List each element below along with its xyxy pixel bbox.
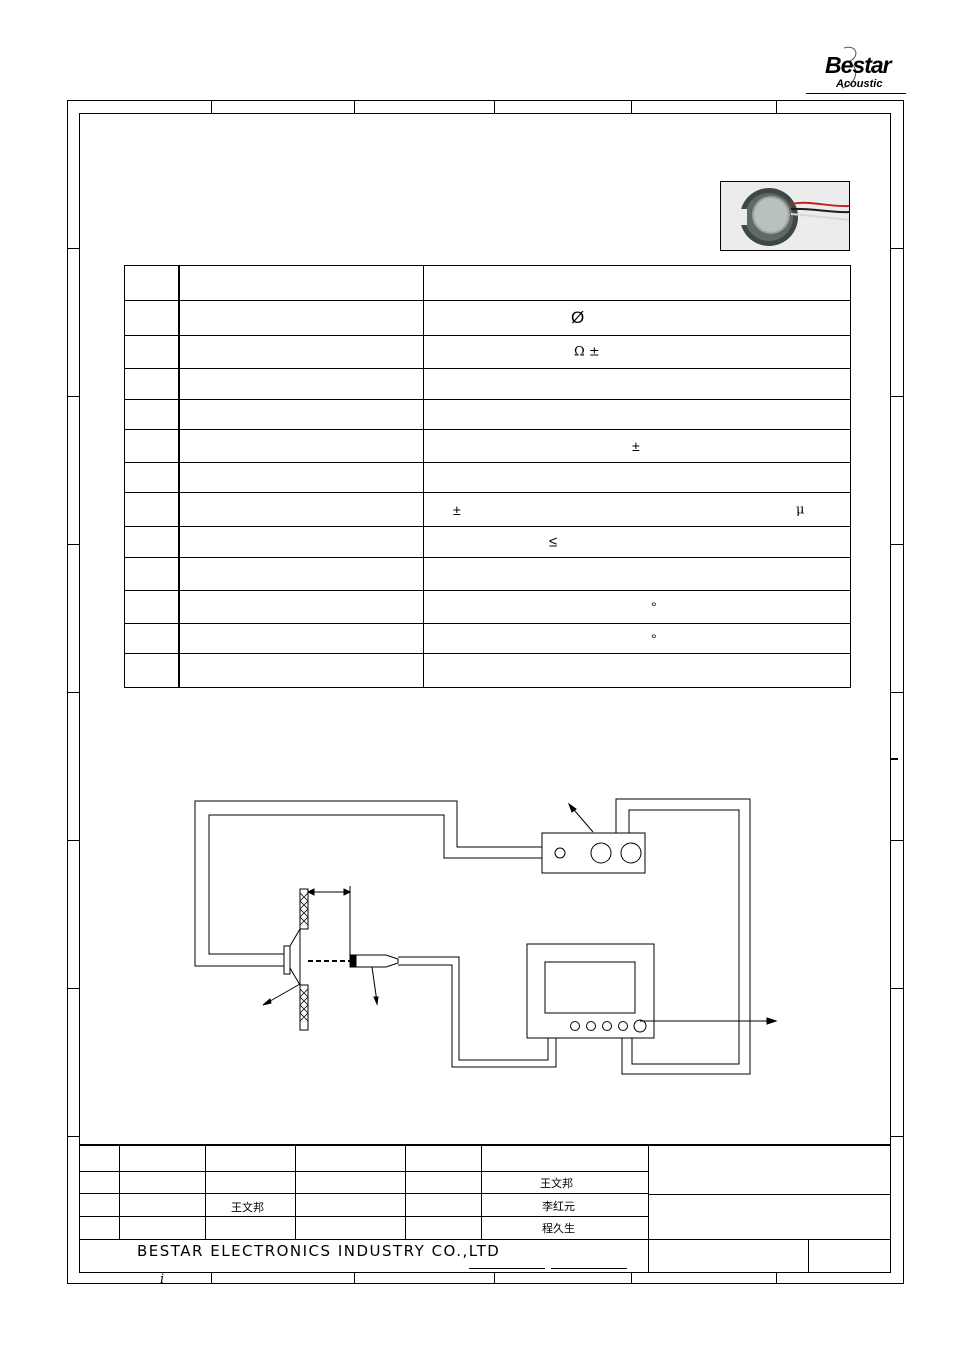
spec-item-cell: [178, 429, 424, 463]
cable-mic-outer: [398, 956, 549, 1061]
drawing-frame-inner: [79, 113, 891, 1273]
spec-no-cell: [124, 653, 180, 688]
transducer-cone: [289, 927, 301, 987]
baffle-bottom: [299, 984, 309, 1031]
spec-no-cell: [124, 368, 180, 400]
checker-name: 王文邦: [231, 1201, 264, 1214]
title-block-rule: [79, 1193, 648, 1194]
spec-value-cell: [423, 653, 851, 688]
title-block-top-rule: [79, 1144, 891, 1146]
transducer-arrow-icon: [262, 998, 272, 1006]
piezo-element-image: [721, 182, 849, 250]
dimension-arrow-right-icon: [343, 888, 352, 896]
logo-swirl-icon: [841, 46, 857, 89]
microphone-capsule: [349, 954, 357, 968]
spec-no-cell: [124, 590, 180, 624]
generator-knob-small: [554, 847, 566, 859]
scope-knob-3: [602, 1021, 612, 1031]
less-equal-symbol: ≤: [549, 533, 558, 551]
generator-arrow-icon: [567, 802, 577, 813]
spec-no-cell: [124, 429, 180, 463]
company-name: BESTAR ELECTRONICS INDUSTRY CO.,LTD: [137, 1242, 501, 1260]
spec-row: [124, 557, 851, 591]
title-block-col: [405, 1144, 406, 1239]
spec-no-cell: [124, 492, 180, 527]
spec-row: ±: [124, 429, 851, 463]
spec-table: Ø Ω ± ± ±μ: [124, 265, 851, 688]
title-block-col: [295, 1144, 296, 1239]
generator-knob-right: [620, 842, 642, 864]
ohm-tolerance-symbol: Ω ±: [574, 344, 600, 360]
output-arrow-icon: [766, 1017, 778, 1025]
degree-symbol: °: [651, 630, 657, 647]
oscilloscope-box: [526, 943, 655, 1039]
reviewer-name: 李红元: [542, 1200, 575, 1213]
designer-name: 王文邦: [540, 1177, 573, 1190]
title-block-col: [808, 1239, 809, 1273]
cable-scope-inner: [628, 809, 740, 1065]
microphone-arrow-icon: [373, 996, 379, 1006]
title-block-rule: [79, 1239, 891, 1240]
cable-scope-outer: [615, 798, 751, 1075]
oscilloscope-screen: [544, 961, 636, 1014]
title-block-col: [481, 1144, 482, 1239]
spec-item-cell: [178, 526, 424, 558]
microphone-leader-line: [371, 966, 378, 1003]
spec-value-cell: Ω ±: [423, 335, 851, 369]
cable-mic-inner: [398, 964, 557, 1068]
spec-row: Ø: [124, 300, 851, 336]
company-logo: Bestar Acoustic: [806, 44, 908, 96]
signature-line-2: [551, 1268, 627, 1269]
spec-no-cell: [124, 526, 180, 558]
diameter-symbol: Ø: [571, 308, 585, 327]
title-block: 王文邦 王文邦 李红元 程久生 BESTAR ELECTRONICS INDUS…: [79, 1144, 891, 1273]
spec-row: °: [124, 623, 851, 654]
signal-generator-box: [541, 832, 646, 874]
title-block-col: [648, 1144, 649, 1273]
scope-knob-1: [570, 1021, 580, 1031]
approver-name: 程久生: [542, 1222, 575, 1235]
spec-item-cell: [178, 623, 424, 654]
dimension-arrow-left-icon: [306, 888, 315, 896]
spec-row: ≤: [124, 526, 851, 558]
spec-value-cell: [423, 557, 851, 591]
cable-generator-inner: [208, 814, 542, 955]
logo-rule: [806, 93, 906, 94]
degree-symbol: °: [651, 599, 657, 615]
scope-knob-4: [618, 1021, 628, 1031]
signature-line-1: [469, 1268, 545, 1269]
title-block-rule: [79, 1216, 648, 1217]
title-block-rule: [648, 1194, 891, 1195]
tolerance-symbol: ±: [632, 438, 640, 454]
footnote-mark: i: [160, 1272, 165, 1287]
tolerance-symbol: ±: [453, 501, 461, 518]
spec-item-cell: [178, 492, 424, 527]
logo-main-text: Bestar: [825, 52, 892, 78]
spec-row: ±μ: [124, 492, 851, 527]
spec-row: Ω ±: [124, 335, 851, 369]
logo-sub-text: Acoustic: [836, 78, 883, 90]
title-block-col: [205, 1144, 206, 1239]
scope-knob-2: [586, 1021, 596, 1031]
spec-item-cell: [178, 653, 424, 688]
spec-value-cell: Ø: [423, 300, 851, 336]
product-photo: [720, 181, 850, 251]
spec-no-cell: [124, 462, 180, 493]
micro-symbol: μ: [796, 502, 805, 517]
title-block-col: [119, 1144, 120, 1239]
spec-row: [124, 653, 851, 688]
generator-knob-left: [590, 842, 612, 864]
cable-generator-outer: [194, 800, 542, 967]
microphone-body: [355, 954, 399, 968]
spec-item-cell: [178, 335, 424, 369]
spec-value-cell: ±μ: [423, 492, 851, 527]
transducer-back: [283, 945, 291, 975]
scope-knob-5: [633, 1019, 647, 1033]
spec-value-cell: °: [423, 623, 851, 654]
baffle-top: [299, 888, 309, 930]
title-block-rule: [79, 1171, 648, 1172]
